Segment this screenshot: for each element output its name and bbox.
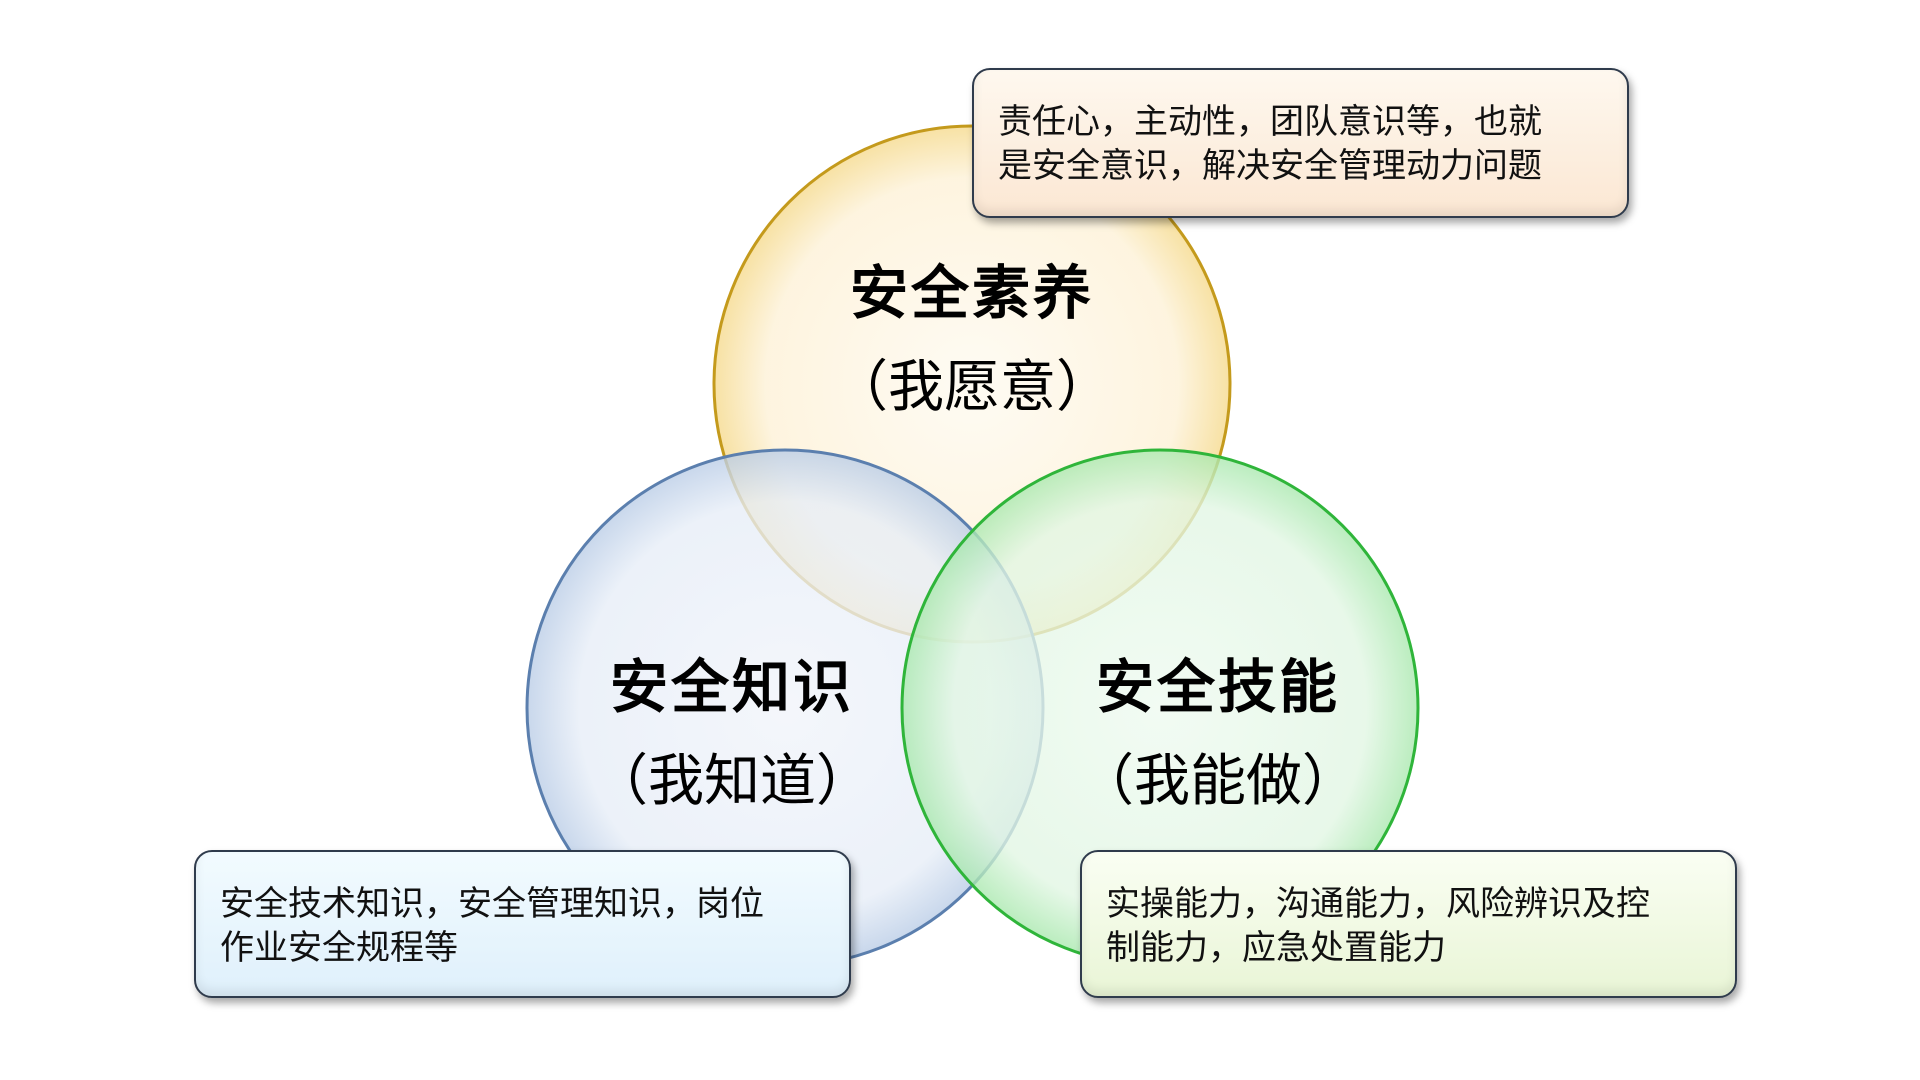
circle-left-title: 安全知识 xyxy=(609,653,854,721)
note-left-line-1: 安全技术知识，安全管理知识，岗位 xyxy=(220,884,764,924)
circle-top-title: 安全素养 xyxy=(849,259,1094,327)
note-top-line-1: 责任心，主动性，团队意识等，也就 xyxy=(998,102,1542,142)
note-right-line-2: 制能力，应急处置能力 xyxy=(1106,928,1446,968)
note-box-right: 实操能力，沟通能力，风险辨识及控 制能力，应急处置能力 xyxy=(1080,850,1737,998)
note-box-top: 责任心，主动性，团队意识等，也就 是安全意识，解决安全管理动力问题 xyxy=(972,68,1629,218)
note-left-line-2: 作业安全规程等 xyxy=(220,928,458,968)
circle-right-subtitle: （我能做） xyxy=(1078,749,1358,814)
circle-left-subtitle: （我知道） xyxy=(592,749,872,814)
note-top-line-2: 是安全意识，解决安全管理动力问题 xyxy=(998,146,1542,186)
circle-top-subtitle: （我愿意） xyxy=(832,355,1112,420)
note-box-left: 安全技术知识，安全管理知识，岗位 作业安全规程等 xyxy=(194,850,851,998)
note-right-line-1: 实操能力，沟通能力，风险辨识及控 xyxy=(1106,884,1650,924)
circle-right-title: 安全技能 xyxy=(1095,653,1340,721)
